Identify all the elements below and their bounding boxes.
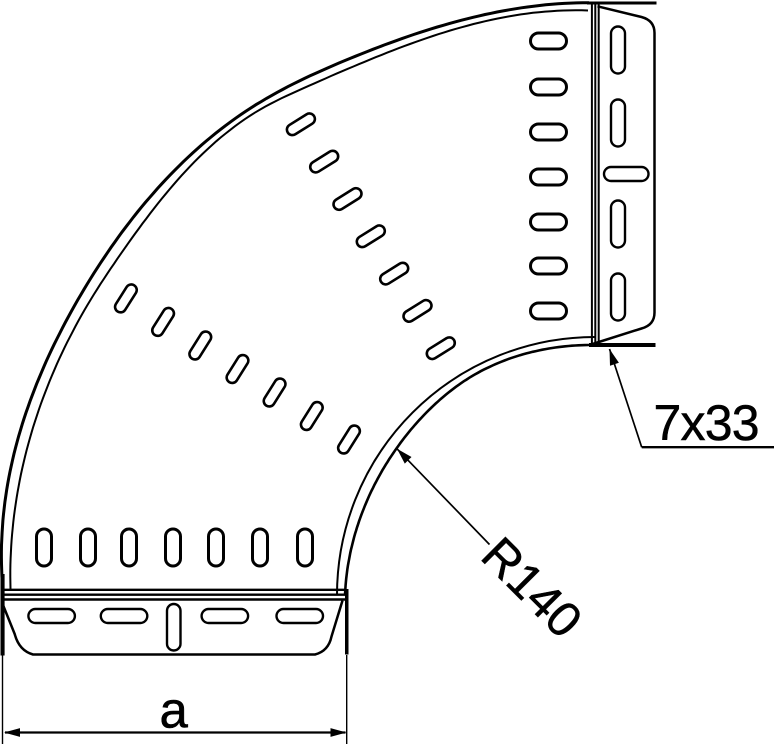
- svg-text:7x33: 7x33: [654, 395, 759, 451]
- svg-text:a: a: [160, 682, 189, 739]
